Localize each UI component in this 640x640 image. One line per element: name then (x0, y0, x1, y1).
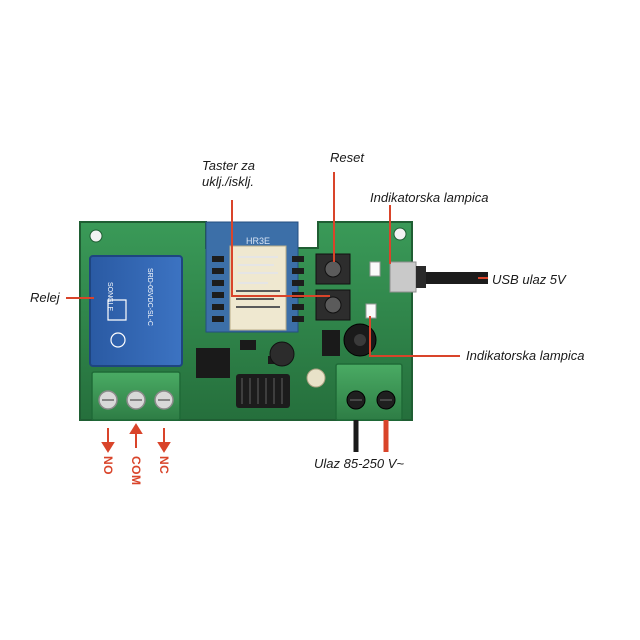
label-usb: USB ulaz 5V (492, 272, 566, 287)
relay (89, 255, 183, 367)
label-indicator-bottom: Indikatorska lampica (466, 348, 585, 363)
chip-text-lines (238, 256, 278, 284)
led-top (369, 261, 381, 277)
label-relay: Relej (30, 290, 60, 305)
label-power-input: Ulaz 85-250 V~ (314, 456, 404, 471)
mount-hole (393, 227, 407, 241)
smd-parts (196, 330, 340, 378)
pointer-indicator-bottom (369, 316, 460, 357)
wifi-chip (229, 245, 287, 331)
label-reset: Reset (330, 150, 364, 165)
terminal-arrows (101, 423, 171, 453)
usb-cable (426, 272, 488, 284)
mount-hole (89, 229, 103, 243)
terminal-label-com: COM (129, 456, 143, 486)
module-text: HR3E (246, 236, 270, 246)
inductor (269, 341, 295, 367)
chip-marks (236, 290, 280, 308)
terminal-label-nc: NC (157, 456, 171, 475)
usb-connector (389, 261, 417, 293)
label-taster: Taster za uklj./isklj. (202, 158, 255, 190)
round-component (306, 368, 326, 388)
pointer-taster (231, 200, 330, 297)
coil-lines (241, 378, 283, 404)
relay-logo (107, 299, 127, 348)
pointer-lines (66, 172, 488, 357)
label-indicator-top: Indikatorska lampica (370, 190, 489, 205)
usb-plug (416, 266, 426, 288)
relay-brand: SONGLE (106, 282, 113, 312)
led-bottom (365, 303, 377, 319)
power-terminal-block (335, 363, 403, 421)
terminal-label-no: NO (101, 456, 115, 475)
relay-model: SRD-05VDC-SL-C (146, 268, 153, 326)
label-taster-line1: Taster za (202, 158, 255, 173)
label-taster-line2: uklj./isklj. (202, 174, 255, 189)
